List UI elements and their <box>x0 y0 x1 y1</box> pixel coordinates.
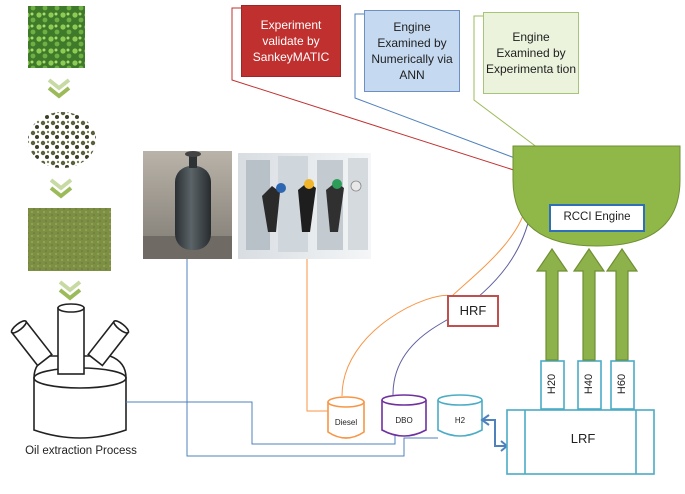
hrf-box: HRF <box>447 295 499 327</box>
arrow-up-icon <box>572 247 606 361</box>
line-cylinder-to-h2 <box>186 259 438 457</box>
connector-green <box>473 15 571 173</box>
gas-cylinder-photo <box>143 151 232 259</box>
arrow-up-icon <box>535 247 569 361</box>
diesel-label: Diesel <box>334 418 358 427</box>
experiment-validate-box: Experiment validate by SankeyMATIC <box>241 5 341 77</box>
chevron-down-icon <box>47 78 71 99</box>
fuel-pump-photo <box>238 153 371 259</box>
diesel-tank <box>327 396 365 439</box>
engine-numerical-box: Engine Examined by Numerically via ANN <box>364 10 460 92</box>
lrf-label: LRF <box>570 431 596 446</box>
powder-photo <box>28 208 111 271</box>
h40-box <box>577 360 602 410</box>
line-pump-to-diesel <box>306 259 328 412</box>
blend-arrows <box>535 247 639 361</box>
h60-label: H60 <box>616 373 628 395</box>
rcci-engine-label: RCCI Engine <box>549 204 645 232</box>
reactor-icon <box>10 303 130 439</box>
chevron-down-icon <box>58 280 82 301</box>
line-oil-to-dbo <box>126 401 396 445</box>
connector-red <box>231 7 546 181</box>
engine-experimental-box: Engine Examined by Experimenta tion <box>483 12 579 94</box>
h60-box <box>610 360 635 410</box>
connector-blue <box>354 13 561 176</box>
blend-boxes <box>540 360 635 410</box>
dried-algae-photo <box>28 112 96 168</box>
h40-label: H40 <box>583 373 595 395</box>
dbo-label: DBO <box>395 416 413 425</box>
dbo-tank <box>381 394 427 437</box>
h2-tank <box>437 394 483 437</box>
oil-extraction-label: Oil extraction Process <box>25 445 137 457</box>
label-connectors <box>231 7 571 181</box>
h2-label: H2 <box>454 416 466 425</box>
algae-photo <box>28 6 85 68</box>
h20-box <box>540 360 565 410</box>
arrow-up-icon <box>605 247 639 361</box>
h20-label: H20 <box>546 373 558 395</box>
h2-lrf-arrow <box>480 414 509 452</box>
chevron-down-icon <box>49 178 73 199</box>
lrf-box <box>506 409 655 475</box>
